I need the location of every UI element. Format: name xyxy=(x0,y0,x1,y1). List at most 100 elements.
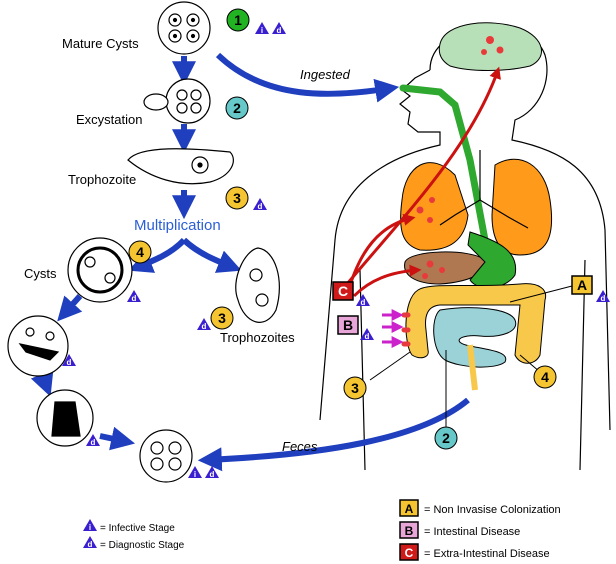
arrow-cyst2-to-cyst3 xyxy=(30,370,54,397)
step-badge-4-body: 4 xyxy=(533,365,557,389)
label-mature-cysts: Mature Cysts xyxy=(62,36,139,51)
mature-cyst-image xyxy=(157,1,211,55)
spread-arrow-brain xyxy=(340,66,501,291)
bronchi xyxy=(439,150,529,229)
diagnostic-stage-icon: d xyxy=(62,354,76,367)
legend-infective-icon: i xyxy=(83,519,97,532)
infective-stage-icon: i xyxy=(188,466,202,479)
lung-lesion xyxy=(416,206,424,214)
legend-a-text: = Non Invasise Colonization xyxy=(424,504,561,516)
svg-text:d: d xyxy=(258,202,263,211)
arrow-mult-to-cysts xyxy=(128,237,187,273)
legend-diagnostic-icon: d xyxy=(83,536,97,549)
step-number: 2 xyxy=(233,100,241,116)
diagnostic-stage-icon: d xyxy=(127,290,141,303)
trophozoites-image xyxy=(235,247,280,323)
label-excystation: Excystation xyxy=(76,112,142,127)
label-feces: Feces xyxy=(282,439,318,454)
legend-b-box xyxy=(399,521,419,539)
diagnostic-stage-icon: d xyxy=(356,294,370,307)
ingested-arrow xyxy=(215,52,400,103)
step-number: 3 xyxy=(218,310,226,326)
diagnostic-stage-icon: d xyxy=(596,290,610,303)
svg-text:d: d xyxy=(365,332,370,341)
label-trophozoites: Trophozoites xyxy=(220,330,295,345)
labels: Mature Cysts Excystation Trophozoite Mul… xyxy=(24,36,351,454)
label-trophozoite: Trophozoite xyxy=(68,172,136,187)
svg-text:d: d xyxy=(277,26,282,35)
letter-box-b: B xyxy=(337,315,359,335)
step-badge-3-trophozoites: 3 xyxy=(210,306,234,330)
svg-text:d: d xyxy=(67,358,72,367)
svg-text:i: i xyxy=(89,523,91,532)
diagnostic-stage-icon: d xyxy=(86,434,100,447)
pointer-3 xyxy=(369,351,411,381)
spread-arrow-liver xyxy=(352,264,422,298)
infective-stage-icon: i xyxy=(255,22,269,35)
diagnostic-stage-icon: d xyxy=(272,22,286,35)
legend-a-box xyxy=(399,499,419,517)
svg-text:C: C xyxy=(338,283,348,299)
brain-lesion xyxy=(481,49,487,55)
step-number: 2 xyxy=(442,430,450,446)
lung-lesion xyxy=(427,217,433,223)
trophozoite-image xyxy=(127,148,234,185)
legend-diagnostic-text: = Diagnostic Stage xyxy=(100,540,185,551)
step-number: 1 xyxy=(234,12,242,28)
rectum xyxy=(467,344,478,391)
step-badge-3-body: 3 xyxy=(343,376,367,400)
svg-text:d: d xyxy=(132,294,137,303)
stomach xyxy=(467,231,517,289)
legend: = Infective Stage = Diagnostic Stage A =… xyxy=(100,499,561,561)
legend-b-text: = Intestinal Disease xyxy=(424,526,520,538)
svg-text:d: d xyxy=(202,322,207,331)
diagnostic-stage-icon: d xyxy=(205,466,219,479)
cyst-chromatoid-bar-image xyxy=(36,389,94,447)
svg-text:i: i xyxy=(194,470,196,479)
step-number: 3 xyxy=(233,190,241,206)
large-intestine xyxy=(405,283,547,364)
body-outline xyxy=(319,26,611,471)
intestinal-lesion xyxy=(401,312,411,347)
step-badge-1: 1 xyxy=(226,8,250,32)
label-multiplication: Multiplication xyxy=(134,217,221,234)
step-number: 4 xyxy=(136,244,144,260)
letter-box-a: A xyxy=(571,275,593,295)
liver-lesion xyxy=(439,267,445,273)
legend-c-box xyxy=(399,543,419,561)
step-number: 4 xyxy=(541,369,549,385)
svg-text:B: B xyxy=(405,524,414,538)
brain-lesion xyxy=(486,36,494,44)
brain xyxy=(438,22,542,71)
legend-c-text: = Extra-Intestinal Disease xyxy=(424,548,550,560)
step-badge-2: 2 xyxy=(225,96,249,120)
arrow-cyst3-to-cyst4 xyxy=(99,426,136,451)
step-badge-2-body: 2 xyxy=(434,426,458,450)
svg-text:B: B xyxy=(343,317,353,333)
label-ingested: Ingested xyxy=(300,67,351,82)
brain-lesion xyxy=(496,46,504,54)
step-number: 3 xyxy=(351,380,359,396)
svg-text:d: d xyxy=(88,540,93,549)
lung-lesion xyxy=(429,197,435,203)
organisms xyxy=(7,1,280,483)
pointer-a xyxy=(509,285,573,303)
step-badge-3-trophozoite: 3 xyxy=(225,186,249,210)
left-lung xyxy=(400,162,469,251)
diagnostic-stage-icon: d xyxy=(253,198,267,211)
mature-cyst-passed-image xyxy=(139,429,193,483)
svg-text:i: i xyxy=(261,26,263,35)
right-lung xyxy=(491,158,553,256)
svg-text:C: C xyxy=(405,546,414,560)
liver-lesion xyxy=(426,260,434,268)
spread-arrow-lung xyxy=(346,213,416,293)
svg-text:d: d xyxy=(361,298,366,307)
diagnostic-stage-icon: d xyxy=(360,328,374,341)
letter-box-c: C xyxy=(332,281,354,301)
cyst-image xyxy=(67,237,133,303)
human-body xyxy=(319,22,611,471)
arrow-cyst-to-cyst2 xyxy=(57,293,83,322)
diagnostic-stage-icon: d xyxy=(197,318,211,331)
label-cysts: Cysts xyxy=(24,266,57,281)
svg-text:A: A xyxy=(405,502,414,516)
